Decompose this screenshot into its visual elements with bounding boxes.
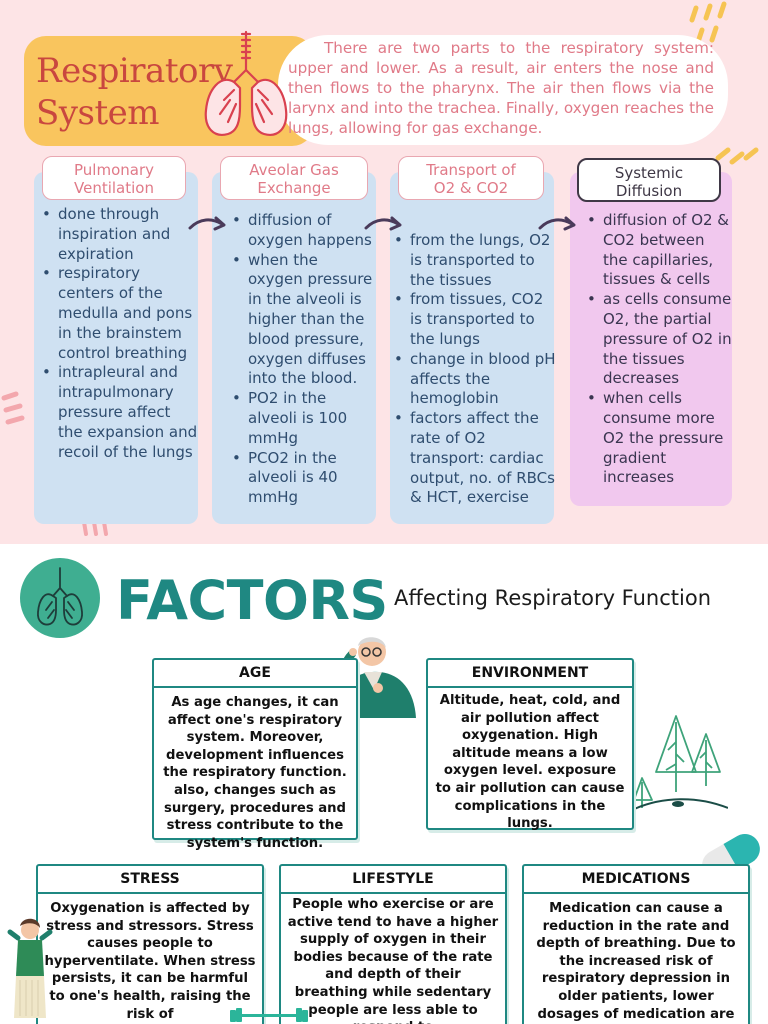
factor-lifestyle-body: People who exercise or are active tend t… [287,897,499,1024]
list-aveolar-gas-exchange: diffusion of oxygen happens when the oxy… [230,211,376,508]
factor-environment-heading: ENVIRONMENT [428,660,632,688]
factor-age-body: As age changes, it can affect one's resp… [163,695,347,851]
list-item: PO2 in the alveoli is 100 mmHg [230,389,376,448]
heading-transport: Transport of O2 & CO2 [398,156,544,200]
factor-stress-box: STRESS Oxygenation is affected by stress… [36,864,264,1024]
list-item: diffusion of O2 & CO2 between the capill… [585,211,733,290]
factor-stress-body: Oxygenation is affected by stress and st… [44,901,256,1022]
decorative-dashes-left [1,391,25,425]
list-item: from the lungs, O2 is transported to the… [392,231,556,290]
intro-text: There are two parts to the respiratory s… [288,39,714,137]
intro-bubble [278,35,728,145]
stressed-woman-illustration [7,918,53,1018]
list-item: intrapleural and intrapulmonary pressure… [40,363,198,462]
heading-systemic-diffusion-text: Systemic Diffusion [614,164,684,200]
dumbbell-icon [230,1008,308,1022]
list-item: when cells consume more O2 the pressure … [585,389,733,488]
list-item: when the oxygen pressure in the alveoli … [230,251,376,390]
list-item: done through inspiration and expiration [40,205,198,264]
page-title: Respiratory System [36,51,233,133]
factors-subtitle: Affecting Respiratory Function [394,586,711,610]
factor-age-box: AGE As age changes, it can affect one's … [152,658,358,851]
list-item: as cells consume O2, the partial pressur… [585,290,733,389]
factor-lifestyle-box: LIFESTYLE People who exercise or are act… [279,864,507,1024]
heading-aveolar-gas-exchange: Aveolar Gas Exchange [220,156,368,200]
lungs-icon [37,567,83,626]
factor-lifestyle-heading: LIFESTYLE [281,866,505,894]
list-pulmonary-ventilation: done through inspiration and expiration … [40,205,198,462]
list-systemic-diffusion: diffusion of O2 & CO2 between the capill… [585,211,733,488]
factor-age-heading: AGE [154,660,356,688]
arrow-icon [538,216,576,231]
factor-medications-box: MEDICATIONS Medication can cause a reduc… [522,864,750,1024]
list-transport: from the lungs, O2 is transported to the… [392,231,556,508]
factor-environment-box: ENVIRONMENT Altitude, heat, cold, and ai… [426,658,634,832]
factor-stress-heading: STRESS [38,866,262,894]
arrow-icon [364,216,402,231]
decorative-dashes-bottom [82,520,108,536]
factor-medications-body: Medication can cause a reduction in the … [536,901,736,1022]
list-item: change in blood pH affects the hemoglobi… [392,350,556,409]
trees-illustration [632,715,728,811]
heading-transport-text: Transport of O2 & CO2 [426,161,516,197]
factors-section: FACTORS Affecting Respiratory Function A… [0,544,768,1024]
factor-medications-heading: MEDICATIONS [524,866,748,894]
list-item: respiratory centers of the medulla and p… [40,264,198,363]
decorative-dashes-right [715,147,759,165]
arrow-icon [188,216,226,231]
list-item: PCO2 in the alveoli is 40 mmHg [230,449,376,508]
list-item: diffusion of oxygen happens [230,211,376,251]
factors-title: FACTORS [116,569,388,632]
list-item: factors affect the rate of O2 transport:… [392,409,556,508]
heading-systemic-diffusion: Systemic Diffusion [577,158,721,202]
lungs-icon [204,30,288,136]
list-item: from tissues, CO2 is transported to the … [392,290,556,349]
respiratory-system-section: Respiratory System There are two parts t… [0,0,768,544]
heading-pulmonary-ventilation: Pulmonary Ventilation [42,156,186,200]
factor-environment-body: Altitude, heat, cold, and air pollution … [435,693,625,832]
